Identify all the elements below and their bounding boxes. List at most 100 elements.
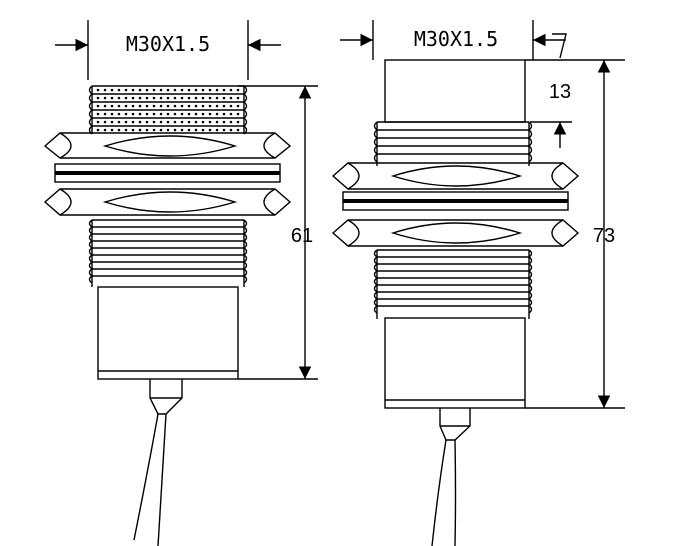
thread-dot [145, 128, 149, 132]
thread-dot [201, 88, 205, 92]
left-thread-label: M30X1.5 [126, 32, 210, 56]
thread-dot [215, 96, 219, 100]
thread-dot [138, 112, 142, 116]
thread-ridge [88, 254, 248, 263]
thread-dot [138, 88, 142, 92]
thread-dot [173, 128, 177, 132]
thread-dot [152, 128, 156, 132]
thread-dot [145, 120, 149, 124]
thread-ridge [88, 261, 248, 270]
thread-ridge [373, 305, 533, 314]
thread-dot [166, 96, 170, 100]
right-lower-thread [373, 249, 533, 319]
thread-dot [208, 88, 212, 92]
thread-dot [159, 88, 163, 92]
thread-dot [229, 120, 233, 124]
thread-dot [236, 96, 240, 100]
thread-dot [131, 120, 135, 124]
thread-dot [138, 96, 142, 100]
thread-dot [124, 88, 128, 92]
thread-dot [173, 120, 177, 124]
thread-dot [180, 112, 184, 116]
thread-dot [96, 120, 100, 124]
thread-ridge [88, 101, 248, 111]
thread-ridge [373, 121, 533, 131]
thread-ridge [88, 219, 248, 228]
right-thread-label: M30X1.5 [414, 27, 498, 51]
thread-ridge [88, 247, 248, 256]
thread-dot [159, 112, 163, 116]
left-top-thread [88, 85, 248, 135]
thread-dot [103, 120, 107, 124]
thread-dot [159, 120, 163, 124]
thread-dot [208, 120, 212, 124]
thread-dot [208, 112, 212, 116]
thread-dot [194, 88, 198, 92]
thread-dot [173, 88, 177, 92]
thread-dot [187, 120, 191, 124]
thread-dot [117, 112, 121, 116]
left-upper-nut [43, 132, 292, 159]
thread-ridge [88, 240, 248, 249]
thread-dot [96, 128, 100, 132]
thread-dot [187, 88, 191, 92]
thread-dot [201, 96, 205, 100]
thread-dot [180, 128, 184, 132]
thread-dot [187, 112, 191, 116]
thread-dot [201, 128, 205, 132]
thread-dot [131, 96, 135, 100]
thread-ridge [373, 284, 533, 293]
thread-dot [166, 120, 170, 124]
thread-dot [166, 104, 170, 108]
left-cable [133, 379, 183, 546]
thread-dot [159, 96, 163, 100]
thread-dot [152, 88, 156, 92]
thread-dot [194, 112, 198, 116]
right-cap-label: 13 [549, 81, 571, 103]
thread-dot [236, 120, 240, 124]
thread-dot [180, 88, 184, 92]
thread-dot [110, 128, 114, 132]
thread-dot [96, 96, 100, 100]
thread-dot [124, 120, 128, 124]
thread-dot [110, 96, 114, 100]
thread-dot [117, 96, 121, 100]
thread-dot [131, 88, 135, 92]
left-length-label: 61 [291, 225, 313, 247]
thread-dot [236, 104, 240, 108]
right-lower-nut [331, 219, 580, 247]
thread-dot [103, 96, 107, 100]
thread-dot [187, 128, 191, 132]
right-top-thread [373, 121, 533, 166]
thread-dot [131, 112, 135, 116]
thread-dot [201, 120, 205, 124]
thread-dot [222, 104, 226, 108]
thread-dot [173, 112, 177, 116]
thread-dot [117, 128, 121, 132]
thread-dot [215, 88, 219, 92]
thread-dot [124, 128, 128, 132]
thread-dot [110, 104, 114, 108]
thread-ridge [88, 268, 248, 277]
thread-dot [103, 112, 107, 116]
thread-dot [124, 112, 128, 116]
thread-dot [96, 88, 100, 92]
thread-dot [180, 96, 184, 100]
thread-dot [236, 88, 240, 92]
thread-ridge [88, 109, 248, 119]
thread-dot [103, 128, 107, 132]
thread-dot [215, 112, 219, 116]
thread-ridge [373, 256, 533, 265]
thread-dot [236, 112, 240, 116]
thread-dot [166, 88, 170, 92]
thread-dot [145, 88, 149, 92]
thread-dot [145, 104, 149, 108]
thread-dot [187, 104, 191, 108]
thread-dot [222, 120, 226, 124]
thread-dot [208, 128, 212, 132]
right-upper-nut [331, 162, 580, 190]
thread-ridge [373, 249, 533, 258]
thread-ridge [88, 275, 248, 284]
thread-dot [208, 104, 212, 108]
